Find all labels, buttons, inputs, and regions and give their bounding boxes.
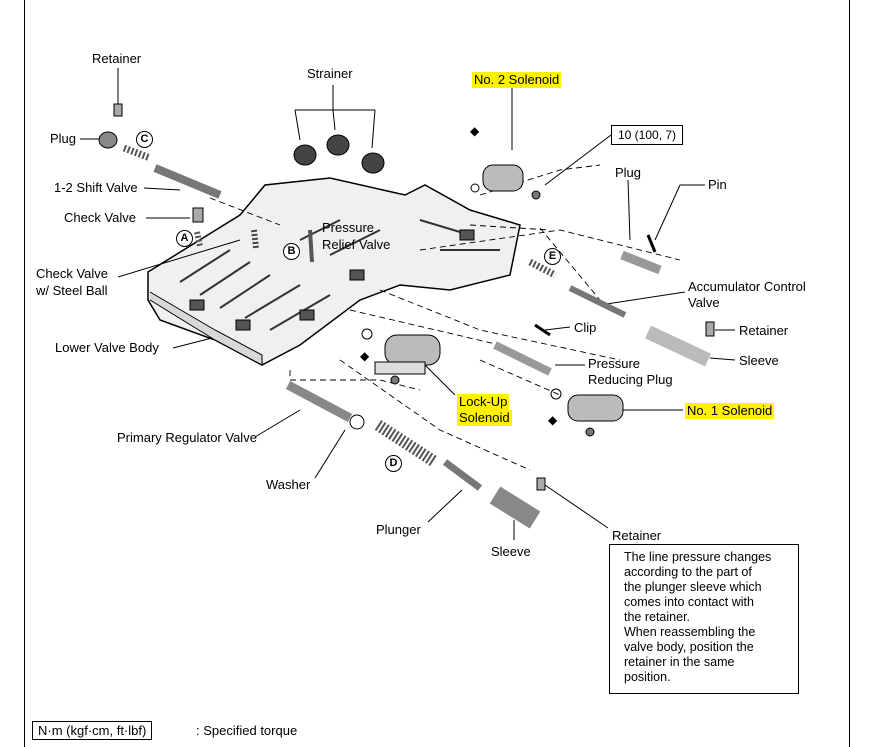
label-clip: Clip: [574, 320, 597, 335]
label-check-valve: Check Valve: [64, 210, 137, 225]
label-pressure-relief-1: Pressure: [322, 220, 375, 235]
leader-lvb: [172, 337, 213, 349]
primary-regulator-part: [285, 381, 353, 422]
leader-sleeve-right: [709, 357, 736, 361]
accum-valve-part: [568, 285, 627, 318]
leader-pin: [654, 184, 705, 241]
leader-lockup: [424, 364, 456, 396]
check-valve-part: [192, 207, 204, 223]
note-line: comes into contact with: [624, 595, 754, 609]
torque-diamond-icon: ◆: [470, 124, 480, 138]
label-plunger: Plunger: [376, 522, 421, 537]
label-strainer: Strainer: [307, 66, 353, 81]
plunger-part: [442, 459, 483, 491]
leader-plug-right: [627, 179, 631, 241]
label-check-valve-ball-1: Check Valve: [36, 266, 109, 281]
leader-primary: [254, 409, 301, 438]
diagram-frame: [24, 0, 850, 747]
label-pressure-relief-2: Relief Valve: [322, 237, 391, 252]
shift-valve-part: [153, 164, 222, 199]
legend-unit-box: N·m (kgf·cm, ft·lbf): [32, 721, 153, 740]
label-accumulator-2: Valve: [688, 295, 720, 310]
check-ball-part: [251, 229, 259, 249]
retainer-top-part: [113, 103, 123, 117]
clip-part: [534, 323, 551, 337]
label-pressure-reducing-2: Reducing Plug: [588, 372, 673, 387]
label-primary-regulator: Primary Regulator Valve: [117, 430, 257, 445]
marker-c: C: [136, 131, 153, 148]
label-retainer-bottom: Retainer: [612, 528, 662, 543]
leader-washer: [314, 429, 346, 479]
label-pin: Pin: [708, 177, 727, 192]
leader-torque: [544, 134, 612, 186]
sleeve-right-part: [645, 325, 711, 367]
label-plug-left: Plug: [50, 131, 77, 146]
leader-shift: [143, 187, 181, 191]
label-lockup-2: Solenoid: [457, 410, 512, 426]
label-washer: Washer: [266, 477, 311, 492]
label-retainer-top: Retainer: [92, 51, 142, 66]
torque-diamond-icon: ◆: [548, 413, 558, 427]
sleeve-bottom-part: [489, 486, 541, 529]
label-retainer-right: Retainer: [739, 323, 789, 338]
plug-right-part: [620, 250, 662, 275]
leader-accum: [599, 291, 686, 306]
note-line: valve body, position the: [624, 640, 754, 654]
leader-plunger: [427, 489, 463, 523]
marker-b: B: [283, 243, 300, 260]
label-lockup-1: Lock-Up: [457, 394, 510, 410]
marker-e: E: [544, 248, 561, 265]
reducing-plug-part: [493, 341, 552, 376]
note-line: the retainer.: [624, 610, 691, 624]
note-line: position.: [624, 670, 671, 684]
torque-spec-box: 10 (100, 7): [611, 125, 684, 145]
legend-text: : Specified torque: [196, 723, 298, 738]
leader-check-ball: [117, 239, 241, 278]
retainer-bottom-part: [536, 477, 546, 491]
label-shift-valve: 1-2 Shift Valve: [54, 180, 138, 195]
no1-solenoid-part: [550, 388, 624, 437]
note-line: When reassembling the: [624, 625, 756, 639]
note-line: the plunger sleeve which: [624, 580, 762, 594]
leader-strainer: [294, 85, 376, 149]
spring-d: [374, 419, 439, 468]
note-line: retainer in the same: [624, 655, 735, 669]
pin-part: [646, 234, 657, 253]
marker-d: D: [385, 455, 402, 472]
leader-retainer-bottom: [544, 484, 609, 529]
label-plug-right: Plug: [615, 165, 642, 180]
note-line: according to the part of: [624, 565, 752, 579]
marker-a: A: [176, 230, 193, 247]
leader-clip: [544, 326, 571, 331]
label-accumulator-1: Accumulator Control: [688, 279, 806, 294]
label-no2-solenoid: No. 2 Solenoid: [472, 72, 562, 88]
spring-e: [528, 258, 557, 279]
retainer-right-part: [705, 321, 715, 337]
strainers: [293, 134, 385, 174]
note-box: The line pressure changes according to t…: [609, 544, 799, 694]
plug-left-part: [98, 131, 118, 149]
lower-valve-body-shape: [147, 177, 521, 366]
note-line: The line pressure changes: [624, 550, 772, 564]
label-lower-valve-body: Lower Valve Body: [55, 340, 159, 355]
label-no1-solenoid: No. 1 Solenoid: [685, 403, 775, 419]
label-sleeve-right: Sleeve: [739, 353, 779, 368]
label-sleeve-bottom: Sleeve: [491, 544, 531, 559]
washer-part: [349, 414, 365, 430]
label-check-valve-ball-2: w/ Steel Ball: [36, 283, 108, 298]
relief-valve-part: [308, 229, 314, 263]
no2-solenoid-part: [470, 164, 541, 200]
spring-c: [122, 144, 152, 162]
torque-diamond-icon: ◆: [360, 349, 370, 363]
label-pressure-reducing-1: Pressure: [588, 356, 641, 371]
lockup-solenoid-part: [361, 328, 441, 385]
